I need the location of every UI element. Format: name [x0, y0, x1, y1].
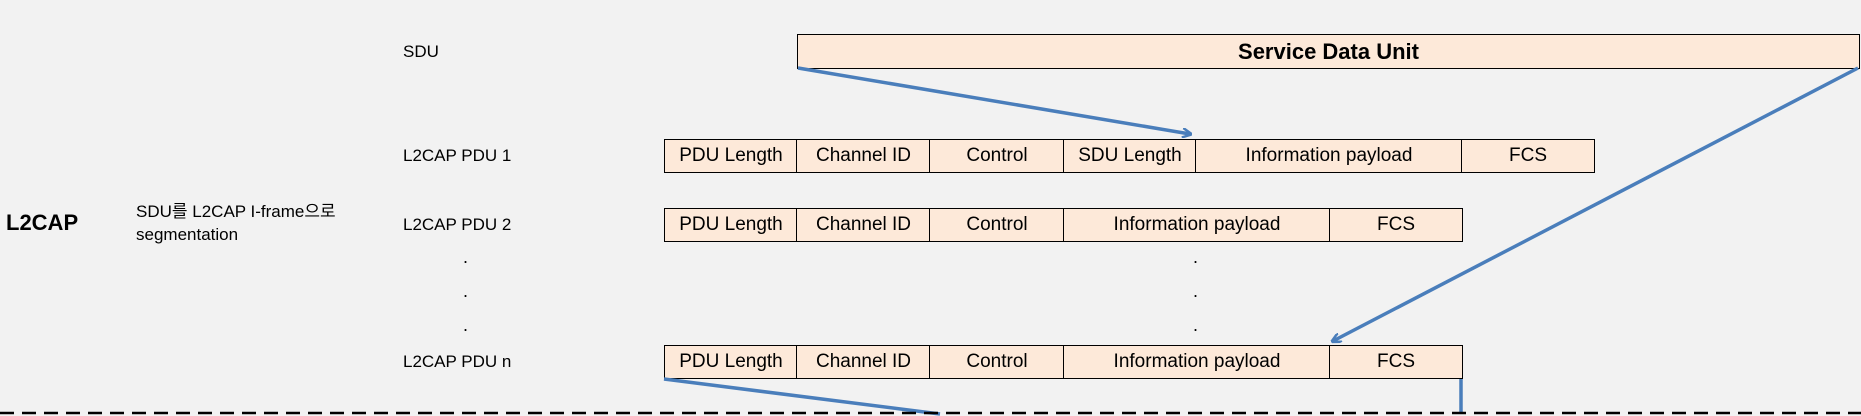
layer-label: L2CAP — [6, 210, 79, 235]
pdu2-field-fcs: FCS — [1329, 208, 1463, 242]
ellipsis-dot: . — [1193, 281, 1199, 301]
pdu2-field-control: Control — [929, 208, 1065, 242]
ellipsis-dot: . — [1193, 247, 1199, 267]
row-label-pdu1: L2CAP PDU 1 — [403, 146, 512, 165]
ellipsis-dot: . — [1193, 315, 1199, 335]
pdu1-field-channel-id: Channel ID — [796, 139, 931, 173]
pdu1-field-sdu-length: SDU Length — [1063, 139, 1197, 173]
arrow-sdu-to-pdu1 — [797, 66, 1190, 134]
row-label-pdu2: L2CAP PDU 2 — [403, 215, 512, 234]
row-label-sdu: SDU — [403, 42, 439, 61]
arrow-sdu-to-pdun — [1333, 66, 1859, 341]
pdu1-field-information-payload: Information payload — [1195, 139, 1463, 173]
ellipsis-dot: . — [463, 247, 469, 267]
pdu1-field-control: Control — [929, 139, 1065, 173]
pdun-field-pdu-length: PDU Length — [664, 345, 798, 379]
pdu2-field-channel-id: Channel ID — [796, 208, 931, 242]
pdun-field-information-payload: Information payload — [1063, 345, 1331, 379]
description-line-1: SDU를 L2CAP I-frame으로 — [136, 202, 336, 221]
description-label: SDU를 L2CAP I-frame으로 segmentation — [136, 200, 336, 246]
pdun-field-channel-id: Channel ID — [796, 345, 931, 379]
ellipsis-dot: . — [463, 281, 469, 301]
description-line-2: segmentation — [136, 225, 239, 244]
row-label-pdun: L2CAP PDU n — [403, 352, 512, 371]
pdu2-field-pdu-length: PDU Length — [664, 208, 798, 242]
pdun-field-fcs: FCS — [1329, 345, 1463, 379]
ellipsis-dot: . — [463, 315, 469, 335]
pdun-field-control: Control — [929, 345, 1065, 379]
pdu2-field-information-payload: Information payload — [1063, 208, 1331, 242]
pdu1-field-fcs: FCS — [1461, 139, 1595, 173]
sdu-field-service-data-unit: Service Data Unit — [797, 34, 1860, 69]
pdu1-field-pdu-length: PDU Length — [664, 139, 798, 173]
connector-pdun-left — [663, 377, 941, 416]
